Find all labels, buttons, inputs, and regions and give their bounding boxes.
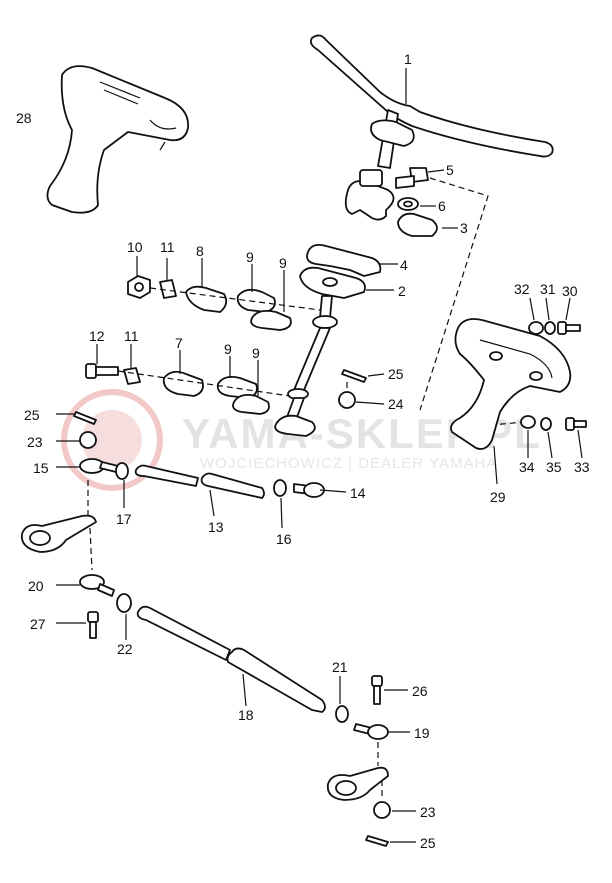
support-bracket-part-29 bbox=[450, 318, 572, 485]
callout-28: 28 bbox=[16, 110, 32, 126]
handlebar-part bbox=[309, 34, 554, 221]
callout-16: 16 bbox=[276, 531, 292, 547]
callout-35: 35 bbox=[546, 459, 562, 475]
callout-31: 31 bbox=[540, 281, 556, 297]
callout-4: 4 bbox=[400, 257, 408, 273]
watermark-tagline: WOJCIECHOWICZ | DEALER YAMAHA bbox=[200, 455, 497, 472]
callout-labels: 1 2 3 4 5 6 8 9 9 10 11 11 7 9 9 12 25 2… bbox=[16, 51, 590, 851]
callout-17: 17 bbox=[116, 511, 132, 527]
nut-part-23a bbox=[56, 431, 97, 449]
callout-23: 23 bbox=[420, 804, 436, 820]
lock-plate-part-11b bbox=[123, 344, 141, 385]
bolt-part-27 bbox=[56, 611, 99, 639]
callout-24: 24 bbox=[388, 396, 404, 412]
nut-part-32 bbox=[528, 297, 544, 335]
guide-line bbox=[117, 370, 291, 397]
bolt-part-33 bbox=[565, 417, 587, 459]
callout-32: 32 bbox=[514, 281, 530, 297]
callout-14: 14 bbox=[350, 485, 366, 501]
nut-part-21 bbox=[335, 676, 349, 723]
callout-5: 5 bbox=[446, 162, 454, 178]
callout-23: 23 bbox=[27, 434, 43, 450]
callout-27: 27 bbox=[30, 616, 46, 632]
callout-30: 30 bbox=[562, 283, 578, 299]
nut-part-10 bbox=[127, 256, 151, 299]
nut-part-17 bbox=[115, 462, 129, 508]
column-part-2 bbox=[299, 266, 394, 299]
callout-33: 33 bbox=[574, 459, 590, 475]
bolt-part-30 bbox=[557, 297, 581, 335]
nut-part-23b bbox=[373, 801, 416, 819]
callout-13: 13 bbox=[208, 519, 224, 535]
washer-part-6 bbox=[397, 197, 436, 211]
callout-9: 9 bbox=[252, 345, 260, 361]
watermark-logo bbox=[61, 389, 163, 491]
callout-20: 20 bbox=[28, 578, 44, 594]
callout-7: 7 bbox=[175, 335, 183, 351]
callout-29: 29 bbox=[490, 489, 506, 505]
tie-rod-part-13 bbox=[134, 464, 265, 517]
nut-part-34 bbox=[520, 415, 536, 458]
callout-34: 34 bbox=[519, 459, 535, 475]
washer-part-35 bbox=[540, 417, 553, 459]
callout-25: 25 bbox=[388, 366, 404, 382]
callout-1: 1 bbox=[404, 51, 412, 67]
bolt-part-26 bbox=[371, 675, 408, 705]
watermark-logo-inner bbox=[82, 410, 142, 470]
knuckle-arm-left bbox=[20, 514, 97, 553]
callout-11: 11 bbox=[124, 328, 139, 344]
callout-9: 9 bbox=[279, 255, 287, 271]
bracket-part-4 bbox=[306, 243, 398, 277]
bushing-part-9d bbox=[232, 360, 270, 415]
callout-8: 8 bbox=[196, 243, 204, 259]
callout-9: 9 bbox=[224, 341, 232, 357]
column-shaft bbox=[274, 295, 338, 437]
callout-10: 10 bbox=[127, 239, 143, 255]
callout-25: 25 bbox=[420, 835, 436, 851]
clamp-part-3 bbox=[397, 212, 458, 237]
bolt-part-5 bbox=[395, 167, 445, 189]
bushing-part-9c bbox=[216, 356, 258, 399]
callout-19: 19 bbox=[414, 725, 430, 741]
guide-line bbox=[419, 177, 489, 411]
holder-part-7 bbox=[162, 350, 204, 397]
callout-26: 26 bbox=[412, 683, 428, 699]
callout-11: 11 bbox=[160, 239, 175, 255]
washer-part-31 bbox=[544, 297, 556, 335]
grip-cover-part bbox=[46, 65, 189, 214]
ball-joint-part-19 bbox=[353, 723, 410, 740]
callout-22: 22 bbox=[117, 641, 133, 657]
knuckle-arm-right bbox=[326, 766, 389, 801]
cotter-pin-part-25a bbox=[341, 369, 385, 383]
ball-joint-part-14 bbox=[293, 482, 347, 498]
lock-plate-part-11 bbox=[159, 258, 177, 299]
callout-18: 18 bbox=[238, 707, 254, 723]
callout-6: 6 bbox=[438, 198, 446, 214]
callout-21: 21 bbox=[332, 659, 348, 675]
cotter-pin-part-25b bbox=[56, 411, 97, 425]
callout-2: 2 bbox=[398, 283, 406, 299]
callout-9: 9 bbox=[246, 249, 254, 265]
nut-part-24 bbox=[338, 391, 385, 409]
nut-part-22 bbox=[116, 593, 132, 640]
bolt-part-12 bbox=[85, 344, 119, 379]
ball-joint-part-20 bbox=[56, 574, 115, 597]
nut-part-16 bbox=[273, 479, 287, 529]
callout-12: 12 bbox=[89, 328, 105, 344]
bushing-part-9a bbox=[236, 264, 276, 313]
callout-25: 25 bbox=[24, 407, 40, 423]
cotter-pin-part-25c bbox=[365, 835, 416, 847]
callout-3: 3 bbox=[460, 220, 468, 236]
tie-rod-part-18 bbox=[136, 605, 326, 713]
callout-15: 15 bbox=[33, 460, 49, 476]
guide-line bbox=[149, 287, 321, 311]
holder-part-8 bbox=[185, 258, 228, 313]
